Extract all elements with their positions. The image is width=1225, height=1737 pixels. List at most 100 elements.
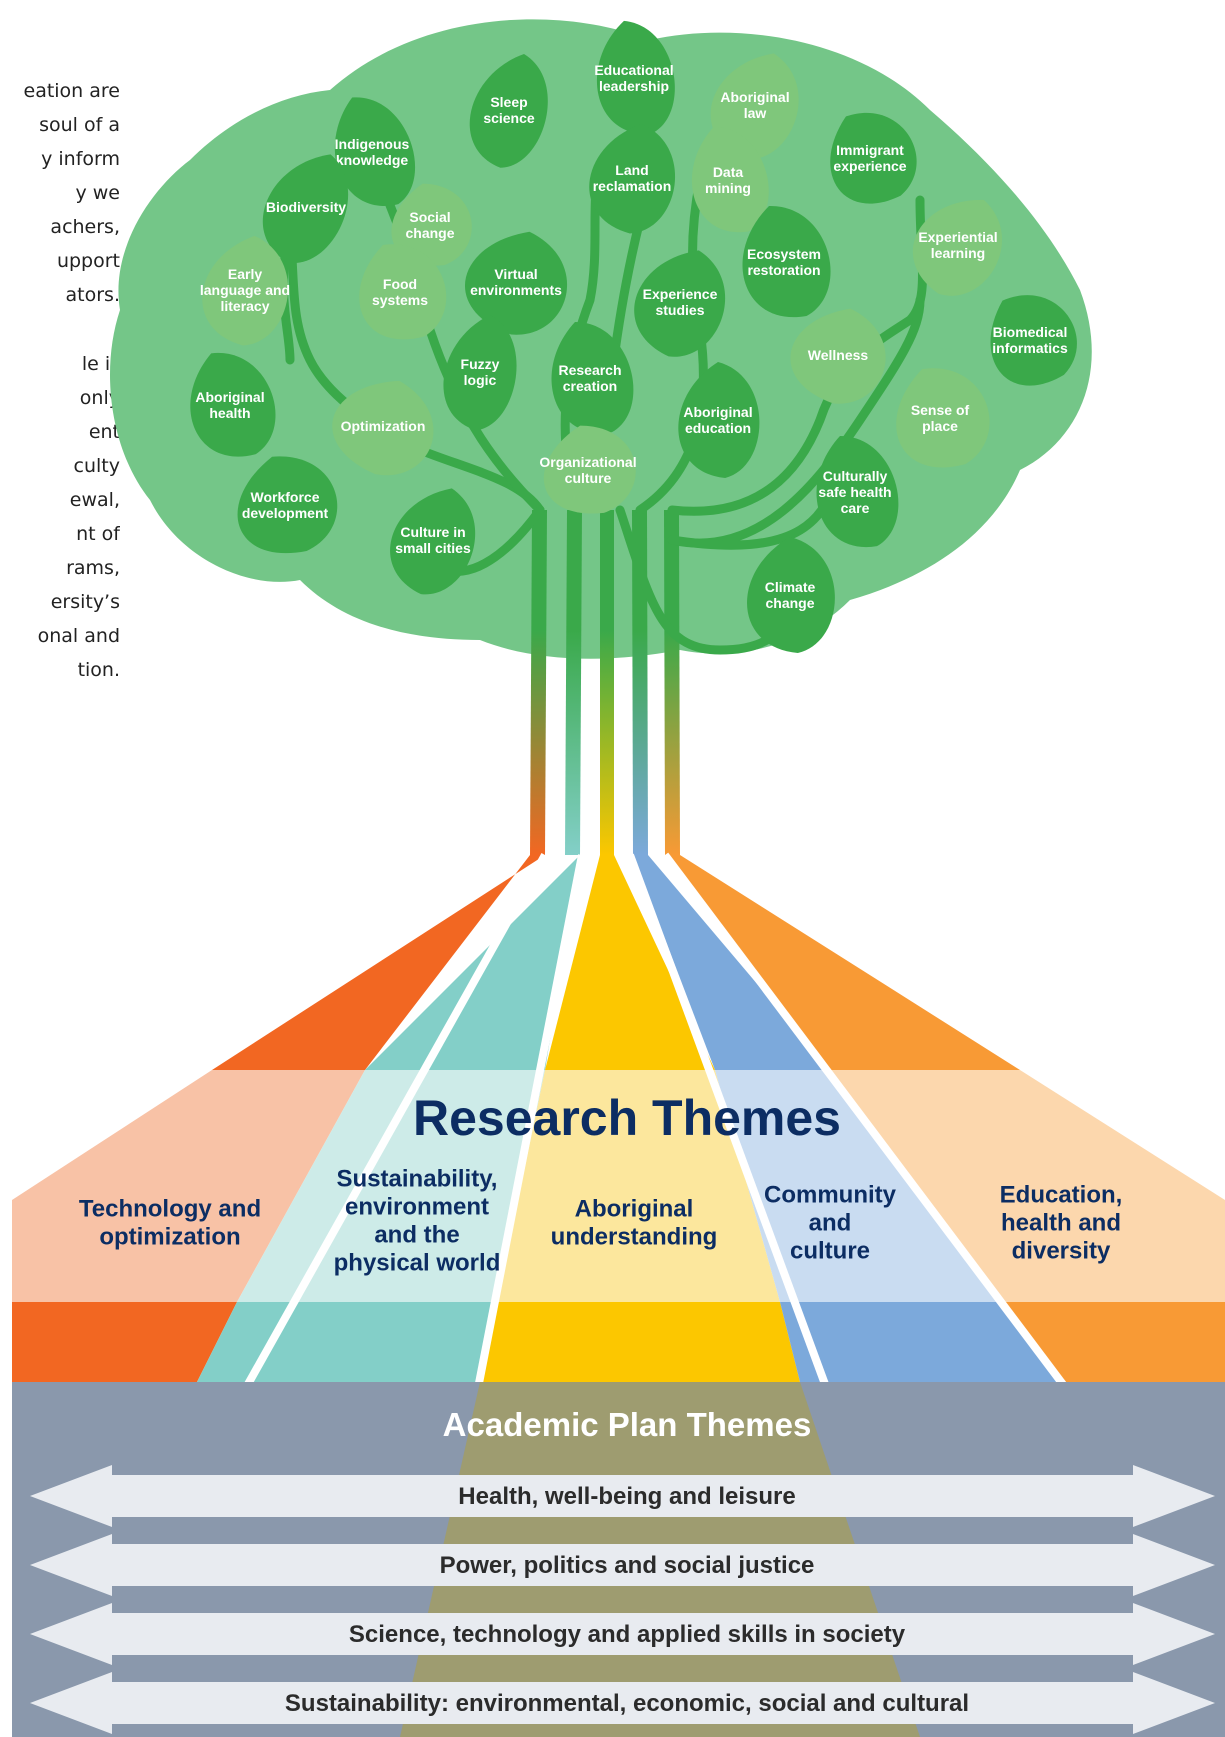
leaf-label: Optimization (341, 418, 426, 434)
leaf-shape (816, 435, 899, 548)
leaf-label-line: restoration (747, 262, 820, 278)
research-leaf: Biodiversity (262, 154, 349, 263)
research-theme-label-line: understanding (551, 1223, 718, 1250)
research-theme-label-line: diversity (1012, 1237, 1111, 1264)
theme-light-education (830, 1070, 1225, 1302)
leaf-shape (443, 314, 517, 431)
trunk-strand (600, 510, 614, 855)
intro-line: ators. (65, 284, 120, 306)
leaf-label-line: law (744, 105, 767, 121)
leaf-label-line: learning (931, 245, 985, 261)
leaf-shape (551, 321, 634, 434)
leaf-label-line: Workforce (251, 489, 320, 505)
leaf-label-line: systems (372, 292, 428, 308)
leaf-shape (190, 353, 276, 457)
leaf-shape (912, 199, 1003, 296)
research-leaf: Wellness (790, 308, 886, 404)
leaf-label-line: Research (558, 362, 621, 378)
intro-line: onal and (37, 625, 120, 647)
leaf-shape (790, 308, 886, 404)
intro-line: only (79, 387, 120, 409)
research-theme-label-line: Technology and (79, 1195, 261, 1222)
theme-strip-technology (12, 1302, 237, 1382)
theme-light-aboriginal (497, 1070, 780, 1302)
double-arrow-icon (30, 1465, 1215, 1527)
leaf-label-line: education (685, 420, 751, 436)
research-theme-label-line: culture (790, 1237, 870, 1264)
intro-line: rams, (66, 557, 120, 579)
academic-plan-title: Academic Plan Themes (443, 1406, 812, 1443)
academic-plan-item: Health, well-being and leisure (30, 1465, 1215, 1527)
academic-plan-label: Health, well-being and leisure (458, 1483, 795, 1510)
academic-plan-item: Science, technology and applied skills i… (30, 1603, 1215, 1665)
leaf-label-line: Aboriginal (683, 404, 752, 420)
leaf-label: Biodiversity (266, 199, 346, 215)
research-theme-label-line: Sustainability, (337, 1165, 498, 1192)
intro-line: y inform (41, 148, 120, 170)
leaf-label-line: Climate (765, 579, 816, 595)
leaf-label-line: experience (833, 158, 906, 174)
leaf-label-line: mining (705, 180, 751, 196)
research-themes-title: Research Themes (413, 1090, 841, 1146)
leaf-shape (678, 362, 760, 478)
intro-line: eation are (23, 80, 121, 102)
research-theme-label-line: environment (345, 1193, 489, 1220)
academic-plan: Academic Plan Themes Health, well-being … (12, 1382, 1225, 1737)
leaf-label-line: change (405, 225, 454, 241)
leaf-shape (747, 537, 835, 653)
leaf-label-line: care (841, 500, 870, 516)
academic-plan-label: Sustainability: environmental, economic,… (285, 1690, 969, 1717)
leaf-label-line: Experiential (918, 229, 997, 245)
leaf-shape (334, 97, 415, 206)
leaf-label-line: informatics (992, 340, 1068, 356)
leaf-label-line: Biodiversity (266, 199, 346, 215)
theme-strip-education (1000, 1302, 1225, 1382)
leaf-label-line: Data (713, 164, 744, 180)
theme-light-community (715, 1070, 1000, 1302)
intro-line: ewal, (69, 489, 120, 511)
intro-line: ent (88, 421, 120, 443)
leaf-label-line: Educational (594, 62, 673, 78)
leaf-label-line: culture (565, 470, 612, 486)
leaf-shape (237, 456, 338, 553)
intro-text: eation are soul of a y inform y we acher… (0, 74, 121, 687)
leaf-shape (332, 380, 434, 476)
leaf-label-line: Sense of (911, 402, 970, 418)
leaf-label-line: place (922, 418, 958, 434)
intro-line: nt of (76, 523, 120, 545)
leaf-label-line: Culture in (400, 524, 465, 540)
theme-band-sustainability (365, 855, 580, 1070)
leaf-label-line: language and (200, 282, 290, 298)
leaf-label-line: Indigenous (335, 136, 410, 152)
leaf-label-line: science (483, 110, 535, 126)
leaf-label-line: environments (470, 282, 562, 298)
leaf-label-line: Ecosystem (747, 246, 821, 262)
leaf-shape (465, 231, 568, 335)
